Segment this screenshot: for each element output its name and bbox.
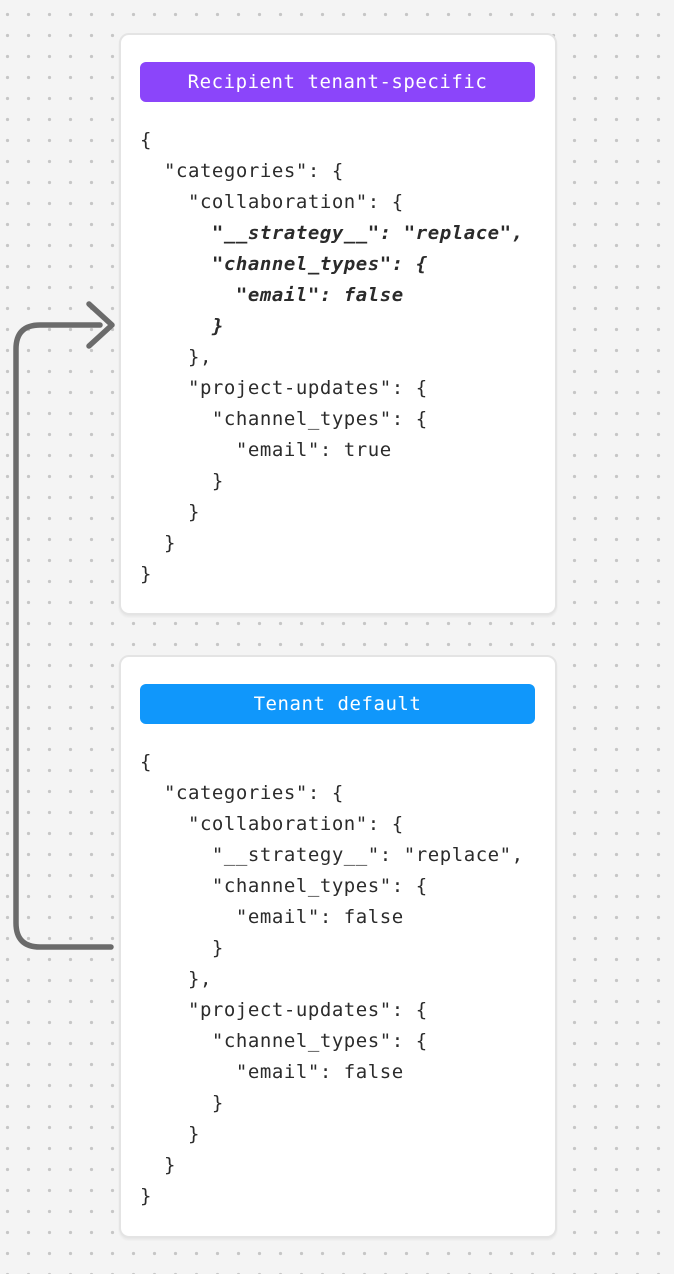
code-line: "collaboration": { (140, 191, 404, 213)
code-line: } (140, 315, 224, 337)
code-line: "channel_types": { (140, 408, 428, 430)
code-line: "__strategy__": "replace", (140, 222, 524, 244)
arrow-shaft (13, 322, 114, 950)
arrow-head-icon (86, 301, 115, 349)
code-line: "channel_types": { (140, 1030, 428, 1052)
code-line: "project-updates": { (140, 999, 428, 1021)
code-line: "categories": { (140, 782, 344, 804)
code-line: "__strategy__": "replace", (140, 844, 524, 866)
code-line: } (140, 470, 224, 492)
code-line: "email": false (140, 906, 404, 928)
code-line: } (140, 563, 152, 585)
code-line: "channel_types": { (140, 253, 428, 275)
code-line: } (140, 532, 176, 554)
code-line: }, (140, 968, 212, 990)
code-line: { (140, 751, 152, 773)
tenant-default-json: { "categories": { "collaboration": { "__… (140, 747, 536, 1212)
code-line: } (140, 1185, 152, 1207)
code-line: "email": false (140, 1061, 404, 1083)
tenant-default-badge: Tenant default (140, 684, 535, 724)
code-line: "project-updates": { (140, 377, 428, 399)
code-line: { (140, 129, 152, 151)
code-line: } (140, 501, 200, 523)
recipient-tenant-specific-badge: Recipient tenant-specific (140, 62, 535, 102)
code-line: } (140, 1092, 224, 1114)
code-line: "channel_types": { (140, 875, 428, 897)
code-line: "categories": { (140, 160, 344, 182)
recipient-tenant-specific-json: { "categories": { "collaboration": { "__… (140, 125, 536, 590)
code-line: } (140, 937, 224, 959)
code-line: } (140, 1123, 200, 1145)
code-line: "collaboration": { (140, 813, 404, 835)
tenant-default-card: Tenant default { "categories": { "collab… (119, 655, 557, 1238)
code-line: "email": false (140, 284, 404, 306)
code-line: } (140, 1154, 176, 1176)
code-line: "email": true (140, 439, 392, 461)
recipient-tenant-specific-card: Recipient tenant-specific { "categories"… (119, 33, 557, 615)
code-line: }, (140, 346, 212, 368)
